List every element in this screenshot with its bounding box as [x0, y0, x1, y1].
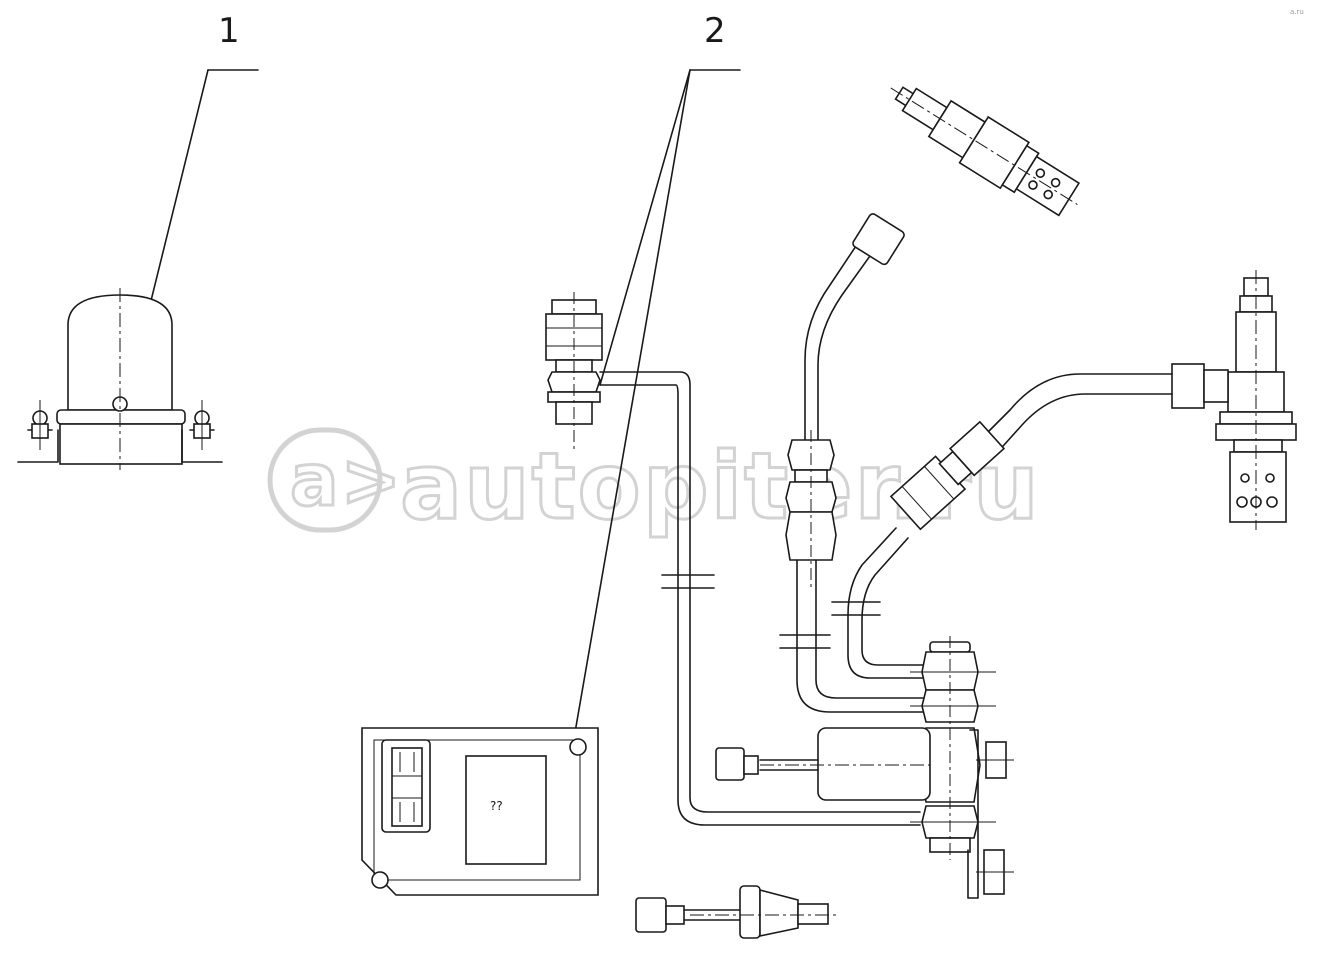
relay-unit-part-1: [17, 288, 223, 470]
temperature-sensor-bottom: [635, 885, 840, 939]
corner-mark: a.ru: [1290, 8, 1304, 16]
pipe-coupler-right: [889, 420, 1006, 531]
module-label: ??: [490, 799, 503, 813]
callout-1: 1: [144, 11, 259, 326]
pipe-top-sensor: [804, 213, 905, 441]
pipe-right-down: [831, 527, 931, 679]
pressure-sensor-left: [545, 292, 691, 576]
solenoid-valve: [715, 727, 931, 801]
lambda-sensor-top: [890, 86, 1081, 217]
pipe-coupler-middle: [779, 430, 931, 713]
control-module: ??: [361, 727, 599, 896]
valve-manifold: [910, 636, 1014, 899]
callout-2: 2: [564, 11, 741, 791]
lambda-sensor-right: [979, 270, 1297, 530]
callout-1-label: 1: [218, 11, 240, 51]
pipe-long-left: [661, 574, 921, 826]
svg-text:a>: a>: [290, 438, 403, 522]
callout-2-label: 2: [704, 11, 726, 51]
